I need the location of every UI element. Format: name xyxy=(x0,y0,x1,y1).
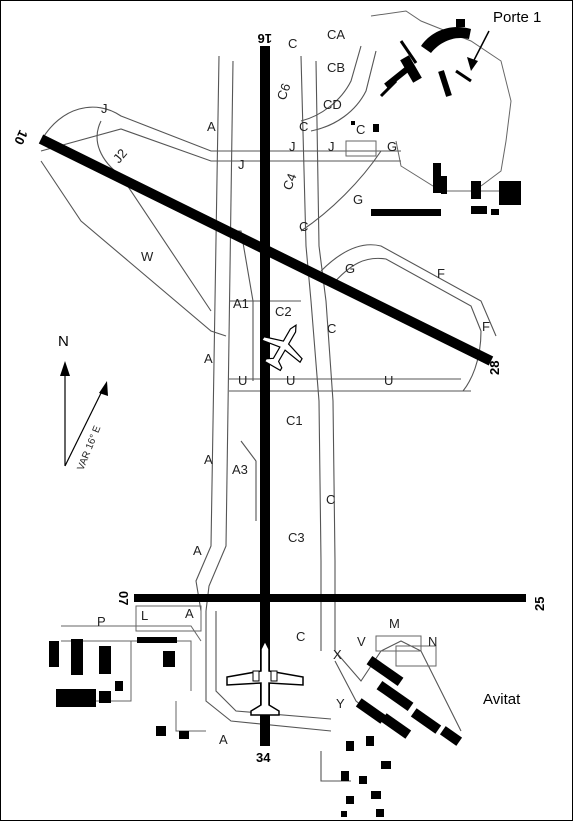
taxiway-label-a-4: A xyxy=(193,543,202,558)
avitat-buildings xyxy=(341,635,463,817)
north-label: N xyxy=(58,333,69,350)
taxiway-label-a-6: A xyxy=(219,732,228,747)
magvar-label: VAR 16° E xyxy=(76,424,104,472)
taxiway-label-v: V xyxy=(357,634,366,649)
taxiway-label-a-2: A xyxy=(204,351,213,366)
terminal-label: Porte 1 xyxy=(493,9,541,26)
taxiway-label-ca: CA xyxy=(327,27,345,42)
runways xyxy=(38,46,526,746)
taxiway-label-c3: C3 xyxy=(288,530,305,545)
taxiway-label-a1: A1 xyxy=(233,296,249,311)
taxiway-label-c-6: C xyxy=(296,629,305,644)
runway-label-25: 25 xyxy=(532,597,547,611)
taxiway-label-j-3: J xyxy=(289,139,296,154)
taxiway-label-g-2: G xyxy=(353,192,363,207)
runway-label-16: 16 xyxy=(258,31,272,46)
taxiway-labels: CA CB CD C6 C4 C2 C1 C3 C C C C C C C J … xyxy=(97,27,490,747)
taxiway-label-x: X xyxy=(333,647,342,662)
taxiway-label-g-1: G xyxy=(387,139,397,154)
taxiway-label-m: M xyxy=(389,616,400,631)
taxiway-label-j-4: J xyxy=(328,139,335,154)
taxiway-label-c-1: C xyxy=(288,36,297,51)
taxiway-label-c-3: C xyxy=(299,219,308,234)
taxiway-label-c-2: C xyxy=(299,119,308,134)
terminal-complex xyxy=(345,19,521,216)
taxiway-label-c4: C4 xyxy=(280,171,300,192)
taxiway-label-c-5: C xyxy=(326,492,335,507)
taxiway-label-g-3: G xyxy=(345,261,355,276)
taxiway-label-a3: A3 xyxy=(232,462,248,477)
taxiway-label-p: P xyxy=(97,614,106,629)
aircraft-icon-upper xyxy=(261,324,303,372)
taxiway-label-u-1: U xyxy=(238,373,247,388)
southwest-buildings xyxy=(49,637,189,739)
taxiway-label-j-1: J xyxy=(101,101,108,116)
taxiway-label-a-5: A xyxy=(185,606,194,621)
taxiway-label-a-3: A xyxy=(204,452,213,467)
taxiway-label-y: Y xyxy=(336,696,345,711)
taxiway-label-j-2: J xyxy=(238,157,245,172)
taxiway-label-f-2: F xyxy=(482,319,490,334)
taxiway-label-w: W xyxy=(141,249,154,264)
north-arrow xyxy=(60,361,108,467)
taxiway-label-n: N xyxy=(428,634,437,649)
taxiway-label-f-1: F xyxy=(437,266,445,281)
taxiway-label-cb: CB xyxy=(327,60,345,75)
taxiway-label-l: L xyxy=(141,608,148,623)
aircraft-icon-lower xyxy=(226,639,304,716)
taxiway-label-cd: CD xyxy=(323,97,342,112)
taxiway-network xyxy=(40,10,512,782)
taxiway-label-c-4: C xyxy=(327,321,336,336)
runway-label-10: 10 xyxy=(11,128,31,147)
taxiway-label-a-1: A xyxy=(207,119,216,134)
taxiway-label-c1: C1 xyxy=(286,413,303,428)
runway-label-34: 34 xyxy=(256,750,271,765)
terminal-arrowhead xyxy=(467,57,478,71)
taxiway-label-u-2: U xyxy=(286,373,295,388)
taxiway-label-c2: C2 xyxy=(275,304,292,319)
taxiway-label-c-7: C xyxy=(356,122,365,137)
taxiway-label-u-3: U xyxy=(384,373,393,388)
taxiway-label-c6: C6 xyxy=(274,81,294,102)
taxiway-label-j2: J2 xyxy=(110,146,130,166)
runway-label-28: 28 xyxy=(487,361,502,375)
fbo-label: Avitat xyxy=(483,691,521,708)
runway-label-07: 07 xyxy=(116,591,131,605)
